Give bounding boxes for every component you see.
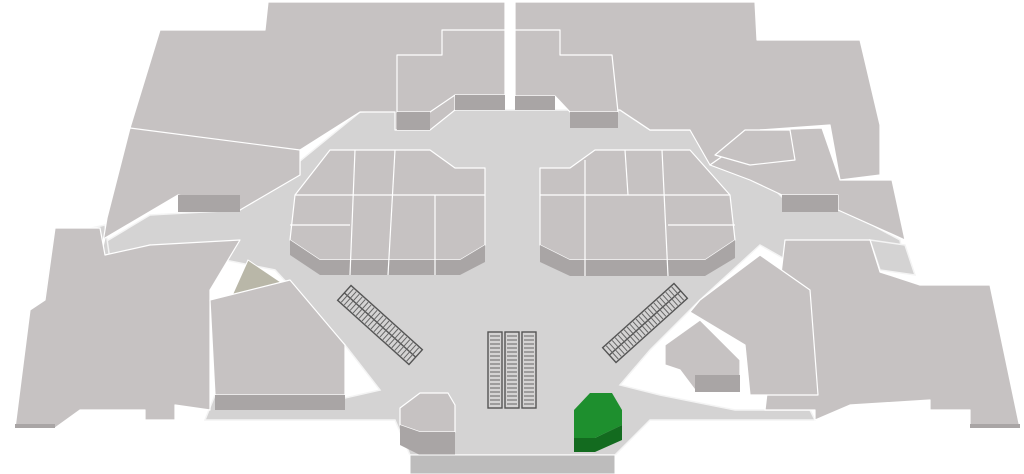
- highlighted-store-group: [574, 393, 622, 452]
- escalator-step: [358, 304, 372, 319]
- escalator-step: [665, 291, 679, 306]
- escalator-step: [373, 317, 387, 333]
- escalator-step: [388, 331, 402, 346]
- highlighted-store-side: [574, 425, 622, 452]
- escalator-step: [620, 332, 634, 347]
- store-right-middle-side: [782, 195, 838, 212]
- escalator-step: [608, 342, 622, 357]
- escalator-right-steps: [605, 286, 685, 360]
- store-top-left-side: [455, 95, 505, 110]
- escalator-left[interactable]: [336, 284, 424, 366]
- escalator-step: [391, 334, 405, 349]
- store-right-middle-inner: [714, 129, 796, 166]
- escalator-step: [659, 297, 673, 312]
- stores-layer: [14, 1, 1021, 474]
- escalator-step: [635, 318, 649, 333]
- store-far-left-side: [15, 424, 55, 428]
- center-right-dividers: [540, 149, 735, 277]
- escalator-center-b[interactable]: [521, 331, 537, 409]
- highlighted-store[interactable]: [574, 393, 622, 438]
- store-top-right-side: [515, 96, 555, 110]
- escalator-step: [641, 313, 655, 328]
- escalator-step: [626, 326, 640, 341]
- store-bottom-left-side: [215, 395, 345, 410]
- kiosk-left-entrance-side: [400, 425, 455, 455]
- escalator-center-a[interactable]: [487, 331, 520, 409]
- escalator-step: [653, 302, 667, 317]
- store-far-right: [764, 239, 1021, 429]
- escalator-step: [379, 323, 393, 338]
- escalator-step: [394, 336, 408, 351]
- center-left-dividers: [290, 149, 485, 276]
- store-far-right-side: [970, 424, 1020, 428]
- escalator-step: [406, 347, 420, 362]
- escalator-step: [662, 294, 676, 309]
- escalator-step: [668, 289, 682, 304]
- escalator-center-b-steps: [524, 335, 534, 405]
- escalator-step: [340, 288, 354, 303]
- store-left-middle-side: [178, 195, 240, 212]
- escalator-step: [349, 296, 363, 311]
- store-bottom-right-side: [695, 375, 740, 392]
- escalator-step: [638, 315, 652, 331]
- store-center-left-side: [290, 240, 485, 275]
- escalator-step: [611, 340, 625, 355]
- escalator-step: [355, 301, 369, 316]
- escalator-step: [617, 334, 631, 349]
- escalator-step: [364, 309, 378, 324]
- escalator-step: [656, 299, 670, 314]
- escalator-step: [346, 293, 360, 308]
- escalator-step: [400, 342, 414, 357]
- escalator-step: [623, 329, 637, 344]
- escalator-step: [403, 344, 417, 359]
- escalator-step: [376, 320, 390, 335]
- escalator-center-a-steps: [490, 335, 517, 405]
- escalator-step: [397, 339, 411, 354]
- escalators-layer: [336, 282, 689, 409]
- store-bottom-left: [209, 279, 346, 396]
- escalator-right[interactable]: [601, 282, 689, 364]
- escalator-step: [629, 324, 643, 339]
- kiosk-left-entrance: [399, 392, 456, 433]
- escalator-step: [632, 321, 646, 336]
- store-top-left-inner-side: [397, 112, 430, 130]
- escalator-step: [385, 328, 399, 343]
- store-top-right-inner-side: [570, 112, 618, 128]
- escalator-step: [361, 307, 375, 322]
- escalator-step: [382, 326, 396, 341]
- escalator-step: [614, 337, 628, 352]
- escalator-step: [650, 305, 664, 320]
- store-bottom-right: [689, 254, 819, 396]
- escalator-step: [367, 312, 381, 327]
- store-center-right-side: [540, 240, 735, 276]
- escalator-step: [343, 291, 357, 306]
- escalator-step: [370, 315, 384, 330]
- escalator-left-steps: [340, 288, 420, 362]
- escalator-step: [647, 307, 661, 322]
- escalator-step: [352, 299, 366, 314]
- escalator-step: [671, 286, 685, 301]
- entrance-threshold: [409, 454, 616, 474]
- escalator-step: [644, 310, 658, 325]
- store-far-left: [14, 227, 241, 429]
- escalator-step: [605, 345, 619, 360]
